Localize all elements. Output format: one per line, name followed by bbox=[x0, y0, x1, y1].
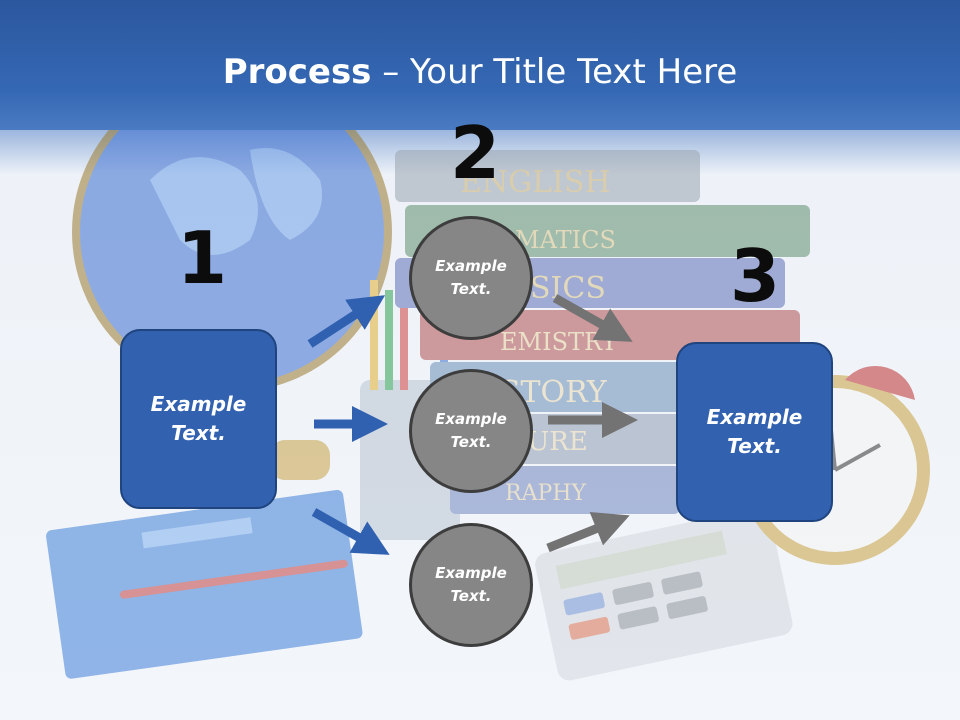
arrow-to-bottom-circle bbox=[311, 508, 390, 555]
books-icon bbox=[395, 150, 700, 202]
circle-middle-line1: Example bbox=[435, 410, 507, 428]
step-number-3: 3 bbox=[730, 234, 781, 318]
title-rest-text: – Your Title Text Here bbox=[371, 52, 738, 92]
circle-top-line2: Text. bbox=[450, 280, 492, 298]
step-number-1: 1 bbox=[177, 216, 228, 300]
calculator-icon bbox=[535, 507, 793, 681]
right-box-line1: Example bbox=[706, 405, 803, 429]
title-bar bbox=[0, 0, 960, 130]
arrow-from-bottom-circle bbox=[546, 511, 630, 553]
circle-bottom-line2: Text. bbox=[450, 587, 492, 605]
right-box-line2: Text. bbox=[727, 434, 782, 458]
circle-middle-line2: Text. bbox=[450, 433, 492, 451]
circle-bottom-line1: Example bbox=[435, 564, 507, 582]
left-box-line1: Example bbox=[150, 392, 247, 416]
svg-text:ENGLISH: ENGLISH bbox=[460, 165, 611, 200]
arrow-from-top-circle bbox=[552, 294, 633, 342]
left-box-line2: Text. bbox=[171, 421, 226, 445]
title-bold-text: Process bbox=[222, 52, 372, 92]
page-title: Process – Your Title Text Here bbox=[0, 52, 960, 92]
circle-top-line1: Example bbox=[435, 257, 507, 275]
svg-text:RAPHY: RAPHY bbox=[505, 481, 586, 506]
svg-text:MATICS: MATICS bbox=[515, 226, 616, 254]
step-number-2: 2 bbox=[450, 111, 501, 195]
arrow-to-top-circle bbox=[307, 295, 386, 348]
